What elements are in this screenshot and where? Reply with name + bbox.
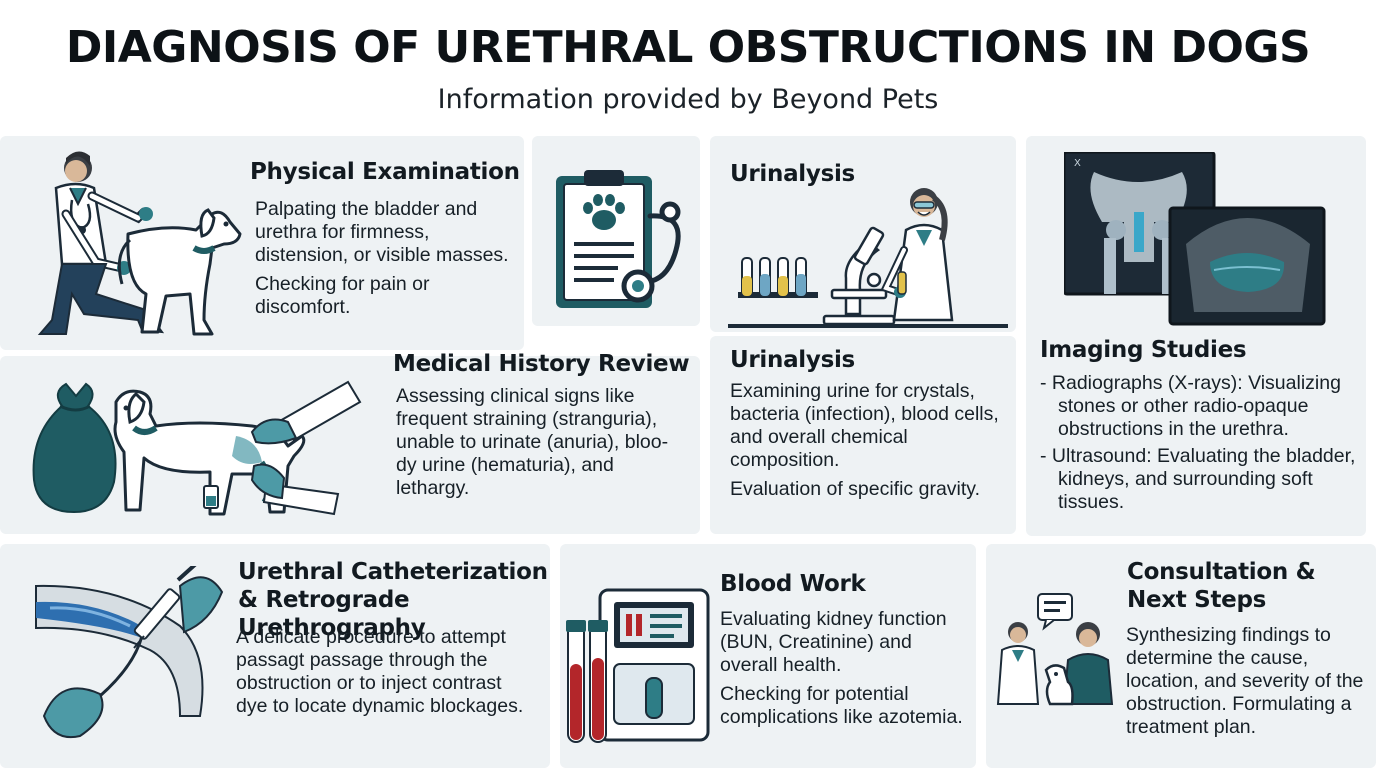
- paragraph: Examining urine for crystals, bacteria (…: [730, 380, 999, 471]
- gloved-hand-icon: [203, 380, 362, 516]
- page-subtitle: Information provided by Beyond Pets: [437, 84, 939, 115]
- medical-history-illustration: [26, 362, 366, 530]
- panel-urinalysis: Urinalysis Examining urine for crystals,…: [710, 336, 1016, 534]
- list-item: - Radiographs (X-rays): Visualizing ston…: [1040, 372, 1341, 440]
- paragraph: Evaluating kidney function (BUN, Creatin…: [720, 608, 947, 676]
- consultation-title: Consultation & Next Steps: [1127, 559, 1316, 614]
- pet-owner-icon: [1062, 622, 1114, 705]
- urethral-catheterization-text: A delicate procedure to attempt passagt …: [236, 626, 528, 724]
- blood-work-title: Blood Work: [720, 571, 866, 597]
- list-item: - Ultrasound: Evaluating the bladder, ki…: [1040, 445, 1356, 513]
- paragraph: Assessing clinical signs like frequent s…: [396, 385, 669, 499]
- microscope-icon: [822, 226, 896, 326]
- medical-history-review-title: Medical History Review: [393, 351, 690, 377]
- urinalysis-text: Examining urine for crystals, bacteria (…: [730, 380, 1010, 507]
- clipboard-illustration: [550, 170, 690, 320]
- panel-urinalysis-lab: Urinalysis: [710, 136, 1016, 332]
- blood-analyzer-icon: [598, 588, 710, 742]
- veterinarian-with-dog-illustration: [26, 144, 248, 344]
- urethral-catheterization-title: Urethral Catheterization & Retrograde Ur…: [238, 559, 548, 642]
- stethoscope-icon: [621, 201, 681, 303]
- panel-blood-work: Blood Work Evaluating kidney function (B…: [560, 544, 976, 768]
- page-title: DIAGNOSIS OF URETHRAL OBSTRUCTIONS IN DO…: [65, 22, 1311, 73]
- waste-bag-icon: [32, 382, 117, 514]
- imaging-studies-title: Imaging Studies: [1040, 337, 1247, 363]
- imaging-studies-text: - Radiographs (X-rays): Visualizing ston…: [1040, 372, 1362, 518]
- ultrasound-image-icon: [1168, 206, 1326, 326]
- dog-icon: [1044, 664, 1074, 706]
- syringe-icon: [133, 566, 197, 649]
- paragraph: Evaluation of specific gravity.: [730, 478, 981, 500]
- paragraph: Checking for potential complications lik…: [720, 683, 963, 728]
- dog-icon: [117, 208, 242, 336]
- physical-examination-text: Palpating the bladder and urethra for fi…: [255, 198, 510, 325]
- xray-label: X: [1074, 158, 1081, 169]
- paragraph: Checking for pain or discomfort.: [255, 273, 430, 318]
- imaging-illustration: X: [1064, 152, 1326, 328]
- speech-bubble-icon: [1037, 593, 1073, 631]
- lab-illustration: [728, 180, 1008, 330]
- panel-urethral-catheterization: Urethral Catheterization & Retrograde Ur…: [0, 544, 550, 768]
- test-tubes-icon: [738, 257, 818, 298]
- consultation-illustration: [994, 590, 1120, 710]
- blood-work-illustration: [566, 584, 716, 754]
- urinalysis-title: Urinalysis: [730, 347, 855, 373]
- panel-clipboard: [532, 136, 700, 326]
- panel-consultation: Consultation & Next Steps Synthesizing f…: [986, 544, 1376, 768]
- consultation-text: Synthesizing findings to determine the c…: [1126, 624, 1372, 745]
- paragraph: Synthesizing findings to determine the c…: [1126, 624, 1364, 738]
- blood-tube-icon: [566, 620, 608, 743]
- paragraph: Palpating the bladder and urethra for fi…: [255, 198, 509, 266]
- blood-work-text: Evaluating kidney function (BUN, Creatin…: [720, 608, 972, 735]
- urinalysis-lab-title: Urinalysis: [730, 161, 855, 187]
- medical-history-review-text: Assessing clinical signs like frequent s…: [396, 385, 686, 506]
- vet-doctor-icon: [996, 622, 1040, 705]
- paragraph: A delicate procedure to attempt passagt …: [236, 626, 524, 717]
- catheterization-illustration: [30, 566, 230, 746]
- veterinarian-icon: [37, 151, 165, 335]
- panel-physical-examination: Physical Examination Palpating the bladd…: [0, 136, 524, 350]
- panel-medical-history-review: Medical History Review Assessing clinica…: [0, 351, 700, 534]
- lab-scientist-icon: [880, 188, 954, 322]
- physical-examination-title: Physical Examination: [250, 159, 520, 185]
- panel-imaging-studies: X Imaging Studies - Radiographs (X-rays)…: [1026, 136, 1366, 536]
